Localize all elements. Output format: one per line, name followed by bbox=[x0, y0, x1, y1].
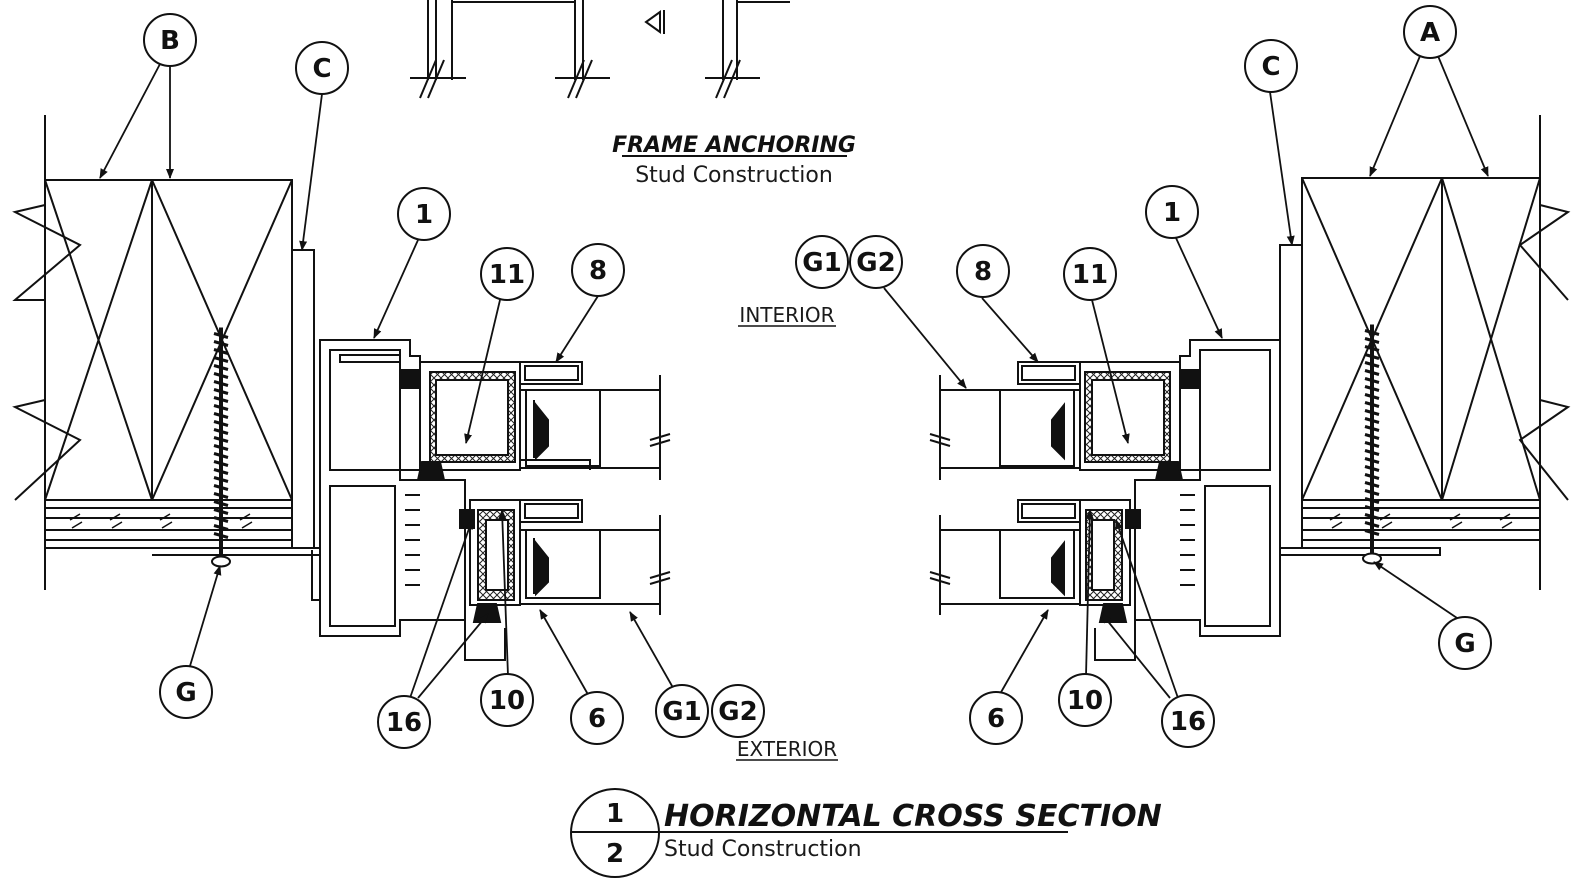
callout-g1-top: G1 bbox=[802, 248, 841, 278]
section-title-block: 1 2 HORIZONTAL CROSS SECTION Stud Constr… bbox=[570, 788, 1162, 878]
right-stud-wall bbox=[1279, 115, 1571, 590]
section-number-top: 1 bbox=[606, 799, 624, 829]
left-frame-profile bbox=[311, 339, 671, 661]
frame-anchoring-title: FRAME ANCHORING bbox=[612, 133, 856, 158]
callout-g1-bottom: G1 bbox=[662, 697, 701, 727]
frame-anchoring-title-group: FRAME ANCHORING Stud Construction bbox=[612, 133, 856, 188]
callout-c-right: C bbox=[1261, 52, 1280, 82]
callout-6-left: 6 bbox=[588, 704, 606, 734]
orientation-labels: INTERIOR EXTERIOR bbox=[736, 303, 838, 761]
callout-g-right: G bbox=[1454, 629, 1475, 659]
callout-8-right: 8 bbox=[974, 257, 992, 287]
callout-b: B bbox=[160, 26, 180, 56]
section-number-bottom: 2 bbox=[606, 839, 624, 869]
callout-g2-top: G2 bbox=[856, 248, 895, 278]
frame-anchoring-detail bbox=[410, 0, 790, 99]
interior-label: INTERIOR bbox=[739, 303, 834, 327]
callouts bbox=[143, 5, 1492, 749]
callout-1-left: 1 bbox=[415, 200, 433, 230]
callout-1-right: 1 bbox=[1163, 198, 1181, 228]
right-frame-profile bbox=[929, 339, 1281, 661]
callout-11-left: 11 bbox=[489, 260, 525, 290]
callout-a: A bbox=[1420, 18, 1440, 48]
callout-11-right: 11 bbox=[1072, 260, 1108, 290]
callout-10-left: 10 bbox=[489, 686, 525, 716]
section-subtitle: Stud Construction bbox=[664, 837, 862, 862]
left-stud-wall bbox=[12, 115, 321, 590]
callout-16-left: 16 bbox=[386, 708, 422, 738]
callout-16-right: 16 bbox=[1170, 707, 1206, 737]
callout-g2-bottom: G2 bbox=[718, 697, 757, 727]
callout-labels: B C 1 11 8 G 16 10 6 G1 G2 A C 1 11 8 G1… bbox=[160, 18, 1476, 738]
callout-6-right: 6 bbox=[987, 704, 1005, 734]
frame-anchoring-subtitle: Stud Construction bbox=[635, 163, 833, 188]
exterior-label: EXTERIOR bbox=[737, 737, 837, 761]
callout-8-left: 8 bbox=[589, 256, 607, 286]
leader-lines bbox=[99, 55, 1489, 701]
callout-c-left: C bbox=[312, 54, 331, 84]
callout-10-right: 10 bbox=[1067, 686, 1103, 716]
callout-g-left: G bbox=[175, 678, 196, 708]
section-title: HORIZONTAL CROSS SECTION bbox=[664, 799, 1162, 834]
